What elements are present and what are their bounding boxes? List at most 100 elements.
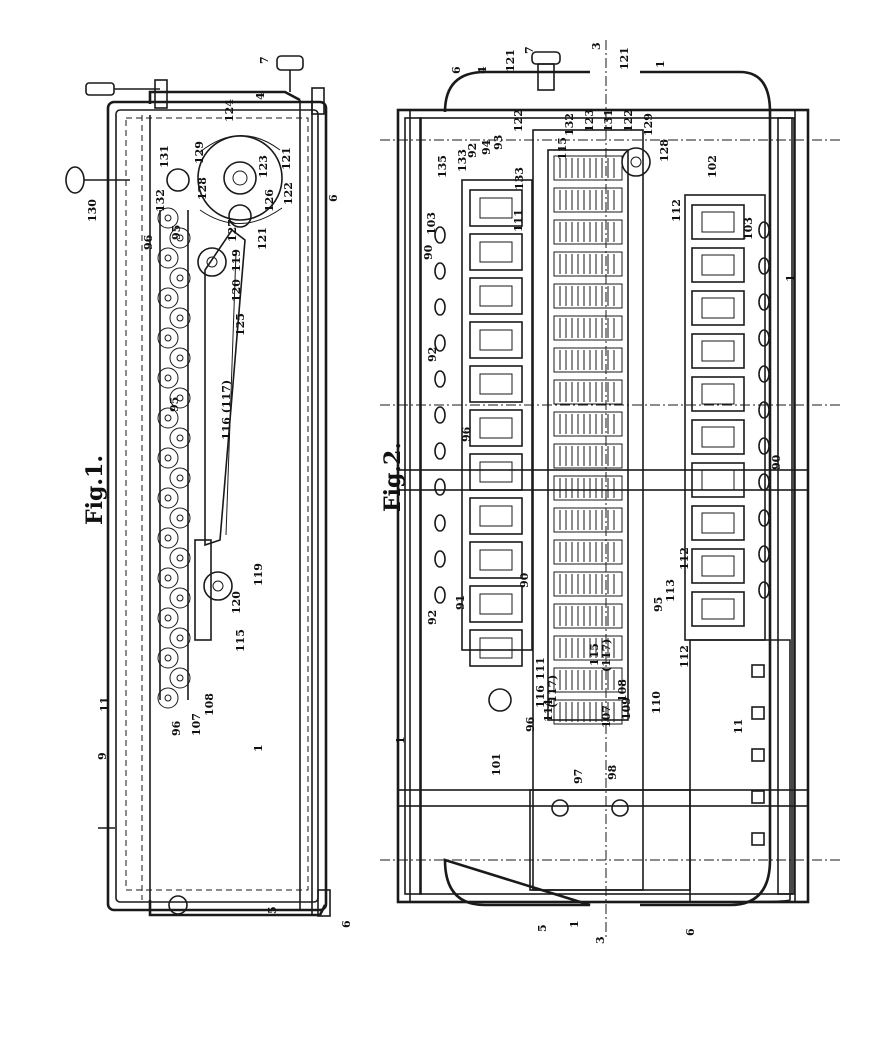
fig1-rack-gear bbox=[157, 487, 179, 509]
fig2-label: 3 bbox=[594, 936, 607, 944]
fig1-rack-gear bbox=[169, 507, 191, 529]
fig2-cover-slot bbox=[751, 790, 765, 804]
fig1-rack-gear bbox=[157, 567, 179, 589]
fig2-right-unit bbox=[691, 204, 745, 240]
fig1-inner-frame bbox=[115, 109, 319, 903]
fig2-right-unit bbox=[691, 505, 745, 541]
fig1-rack-gear-hub bbox=[176, 514, 184, 522]
fig2-cross-bracket-low bbox=[397, 789, 809, 807]
fig1-gear-123 bbox=[223, 161, 257, 195]
fig2-label: 112 bbox=[678, 645, 691, 668]
fig2-key-right bbox=[758, 293, 770, 311]
fig2-cover-slot bbox=[751, 832, 765, 846]
fig2-key-left bbox=[434, 586, 446, 604]
fig1-label: 128 bbox=[196, 177, 209, 200]
fig1-label: 4 bbox=[254, 92, 267, 100]
fig2-label: 94 bbox=[480, 139, 493, 155]
fig1-rack-gear-hub bbox=[176, 354, 184, 362]
fig2-register-cell bbox=[553, 699, 623, 725]
fig2-label: 96 bbox=[460, 426, 473, 442]
fig1-rack-gear-hub bbox=[176, 234, 184, 242]
fig2-key-left bbox=[434, 334, 446, 352]
fig2-wheel-101 bbox=[488, 688, 512, 712]
fig2-label: 102 bbox=[706, 155, 719, 178]
fig1-rack-gear bbox=[157, 647, 179, 669]
fig1-label: 120 bbox=[230, 591, 243, 614]
fig1-crank-hub bbox=[154, 79, 168, 109]
fig2-screw-97 bbox=[551, 799, 569, 817]
fig2-label: 116 bbox=[534, 685, 547, 708]
fig1-label: 5 bbox=[266, 906, 279, 914]
fig2-register-cell bbox=[553, 443, 623, 469]
fig2-left-unit-core bbox=[479, 549, 513, 571]
fig2-label: 109 bbox=[620, 697, 633, 720]
fig1-label: 95 bbox=[170, 225, 183, 240]
fig1-slide-115 bbox=[194, 539, 212, 641]
fig1-label: 1 bbox=[252, 744, 265, 752]
fig1-label: 119 bbox=[230, 249, 243, 272]
fig1-label: 130 bbox=[86, 199, 99, 222]
fig1-rack-gear-hub bbox=[164, 294, 172, 302]
fig2-right-carriage bbox=[684, 194, 766, 641]
fig2-left-unit bbox=[469, 365, 523, 403]
fig2-left-unit bbox=[469, 409, 523, 447]
fig2-register-cell bbox=[553, 667, 623, 693]
fig2-left-unit bbox=[469, 453, 523, 491]
fig2-register-cell bbox=[553, 635, 623, 661]
fig2-label: 92 bbox=[426, 610, 439, 625]
fig1-label: 6 bbox=[327, 194, 340, 202]
fig2-label: 132 bbox=[563, 113, 576, 136]
fig2-right-unit-core bbox=[701, 512, 735, 534]
fig1-label: 121 bbox=[256, 227, 269, 250]
fig1-foot-right bbox=[317, 889, 331, 917]
fig2-register-cell bbox=[553, 155, 623, 181]
fig2-register-cell bbox=[553, 347, 623, 373]
fig2-key-right bbox=[758, 257, 770, 275]
fig2-label: 1 bbox=[568, 920, 581, 928]
fig2-register-cell bbox=[553, 539, 623, 565]
fig1-label: 132 bbox=[154, 189, 167, 212]
fig1-label: 11 bbox=[98, 697, 111, 712]
fig2-register-cell bbox=[553, 571, 623, 597]
fig1-rack-gear-hub bbox=[176, 594, 184, 602]
fig2-cover-plate-11 bbox=[689, 639, 791, 903]
fig2-right-unit-core bbox=[701, 297, 735, 319]
fig1-rack-gear bbox=[157, 207, 179, 229]
fig2-key-right bbox=[758, 221, 770, 239]
fig2-label: 133 bbox=[513, 167, 526, 190]
fig2-right-unit bbox=[691, 290, 745, 326]
fig2-left-unit bbox=[469, 497, 523, 535]
fig1-title: Fig.1. bbox=[82, 455, 108, 525]
fig1-foot-left bbox=[168, 895, 188, 915]
fig2-key-right bbox=[758, 509, 770, 527]
fig2-right-unit bbox=[691, 419, 745, 455]
fig1-rack-gear bbox=[169, 267, 191, 289]
fig1-rack-gear-hub bbox=[164, 574, 172, 582]
fig2-right-units bbox=[691, 204, 745, 627]
fig2-right-unit bbox=[691, 376, 745, 412]
fig1-rack-gear-hub bbox=[176, 554, 184, 562]
fig1-rack-gear bbox=[157, 607, 179, 629]
fig1-rack-gear-hub bbox=[164, 414, 172, 422]
fig2-left-unit-core bbox=[479, 505, 513, 527]
fig1-rack-gear bbox=[157, 247, 179, 269]
fig2-label: 90 bbox=[422, 244, 435, 260]
fig1-rack-gear-hub bbox=[164, 254, 172, 262]
fig1-label: 108 bbox=[203, 693, 216, 716]
fig1-rack-gear bbox=[169, 307, 191, 329]
fig2-label: 103 bbox=[742, 217, 755, 240]
fig1-roller-119-top-hub bbox=[206, 256, 218, 268]
fig2-right-unit-core bbox=[701, 598, 735, 620]
fig1-outer-frame bbox=[106, 100, 328, 912]
fig1-rack-gear bbox=[169, 387, 191, 409]
fig2-left-unit bbox=[469, 629, 523, 667]
figure-1-drawing bbox=[65, 55, 331, 917]
fig1-label: 123 bbox=[257, 155, 270, 178]
fig2-bar-1-right bbox=[777, 117, 795, 895]
fig1-roller-119-bottom-hub bbox=[212, 580, 224, 592]
fig2-main-body bbox=[396, 108, 810, 904]
fig2-left-carriage bbox=[461, 179, 533, 651]
fig1-rack-gear bbox=[157, 407, 179, 429]
fig2-right-unit-core bbox=[701, 469, 735, 491]
fig2-label: 103 bbox=[425, 212, 438, 235]
